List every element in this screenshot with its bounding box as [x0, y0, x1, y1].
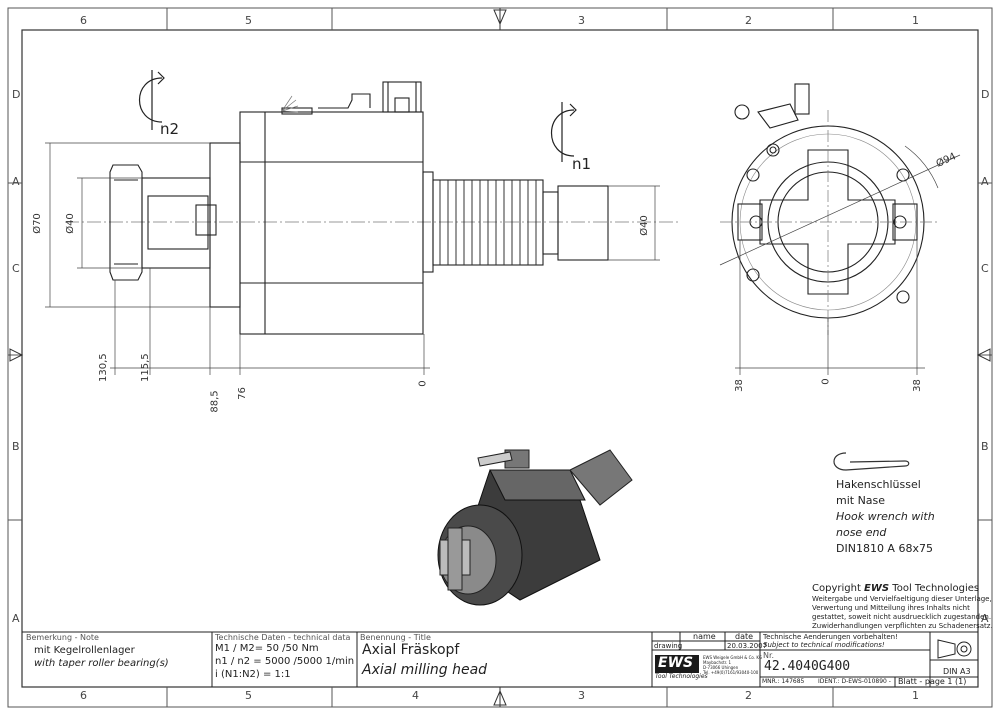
dim-d70: Ø70 [31, 213, 43, 234]
col-1-bottom: 1 [912, 689, 919, 702]
dim-d40-left: Ø40 [64, 213, 76, 234]
rotation-n1-icon [551, 102, 577, 162]
center-marks [9, 8, 991, 707]
row-d-left: D [12, 88, 21, 101]
part-number: 42.4040G400 [764, 659, 851, 674]
mnr: MNR.: 147685 [762, 678, 805, 685]
dim-76: 76 [236, 387, 248, 400]
ews-logo-box [655, 655, 699, 673]
front-centerlines [720, 110, 940, 335]
note-line-3: Hook wrench with [836, 510, 935, 523]
copyright-l3: gestattet, soweit nicht ausdruecklich zu… [812, 613, 992, 621]
col-2-top: 2 [745, 14, 752, 27]
ews-address-4: Tel. +49(0)7161/93040-100 [703, 670, 759, 675]
note-line-2: mit Nase [836, 494, 886, 507]
col-6-top: 6 [80, 14, 87, 27]
spray-lines [281, 95, 299, 113]
col-5-bottom: 5 [245, 689, 252, 702]
sheet: Blatt - page 1 (1) [898, 677, 967, 686]
copyright-l2: Verwertung und Mitteilung ihres Inhalts … [812, 604, 970, 612]
row-b-right: B [981, 440, 989, 453]
name-header: name [693, 632, 716, 641]
note-line-1: Hakenschlüssel [836, 478, 921, 491]
format: DIN A3 [943, 667, 971, 676]
dim-0-face: 0 [820, 378, 832, 385]
copyright-title: Copyright EWS Tool Technologies [812, 583, 980, 594]
col-3-top: 3 [578, 14, 585, 27]
ews-address-2: Maybachstr. 1 [703, 660, 732, 665]
dim-88-5: 88,5 [209, 390, 221, 413]
drawing-label: drawing [654, 642, 683, 650]
dim-38-right: 38 [911, 379, 923, 392]
tech-1: M1 / M2= 50 /50 Nm [215, 643, 319, 654]
thread-lines [439, 180, 537, 265]
row-a-right: A [981, 175, 989, 188]
iso-view [437, 449, 633, 606]
rotation-n2-icon [139, 70, 165, 130]
row-a2-left: A [12, 612, 20, 625]
n2-label: n2 [160, 120, 180, 138]
ews-address-3: D-73066 Uhingen [703, 665, 739, 670]
projection-symbol-icon [937, 639, 972, 659]
ews-address-1: EWS Weigele GmbH & Co. KG [703, 655, 763, 660]
note-line-5: DIN1810 A 68x75 [836, 542, 933, 555]
tech-2: n1 / n2 = 5000 /5000 1/min [215, 656, 355, 667]
row-b-left: B [12, 440, 20, 453]
n1-label: n1 [572, 155, 592, 173]
row-c-right: C [981, 262, 989, 275]
tech-3: i (N1:N2) = 1:1 [215, 669, 291, 680]
col-5-top: 5 [245, 14, 252, 27]
tech-label: Technische Daten - technical data [215, 633, 351, 642]
side-view [109, 81, 609, 335]
col-1-top: 1 [912, 14, 919, 27]
front-dims [719, 145, 961, 375]
title-de: Axial Fräskopf [362, 642, 460, 658]
nr-label: Nr. [763, 651, 775, 660]
col-4-bottom: 4 [412, 689, 419, 702]
copyright-l1: Weitergabe und Vervielfaeltigung dieser … [812, 595, 992, 603]
remark-label: Bemerkung - Note [26, 633, 99, 642]
row-d-right: D [981, 88, 990, 101]
change-en: Subject to technical modifications! [763, 641, 885, 649]
col-2-bottom: 2 [745, 689, 752, 702]
ews-logo: EWS [658, 655, 694, 671]
row-a-left: A [12, 175, 20, 188]
dim-38-left: 38 [733, 379, 745, 392]
title-label: Benennung - Title [360, 633, 431, 642]
remark-2: with taper roller bearing(s) [34, 658, 169, 669]
hook-wrench-icon [833, 452, 910, 471]
dim-130-5: 130,5 [98, 353, 109, 382]
dim-0-side: 0 [417, 380, 429, 387]
col-3-bottom: 3 [578, 689, 585, 702]
note-line-4: nose end [836, 526, 887, 539]
change-de: Technische Aenderungen vorbehalten! [763, 633, 898, 641]
row-a2-right: A [981, 612, 989, 625]
dimension-lines [45, 142, 660, 375]
ident: IDENT.: D-EWS-010890 - [818, 678, 891, 685]
dim-d40-right: Ø40 [638, 215, 650, 236]
date-header: date [735, 632, 754, 641]
remark-1: mit Kegelrollenlager [34, 645, 135, 656]
copyright-l4: Zuwiderhandlungen verpflichten zu Schade… [812, 622, 993, 630]
ews-tagline: Tool Technologies [655, 673, 708, 680]
drawing-date: 20.03.2007 [727, 642, 768, 650]
dim-115-5: 115,5 [140, 353, 151, 382]
row-c-left: C [12, 262, 20, 275]
title-block-grid [22, 631, 978, 687]
col-6-bottom: 6 [80, 689, 87, 702]
title-en: Axial milling head [362, 662, 488, 678]
